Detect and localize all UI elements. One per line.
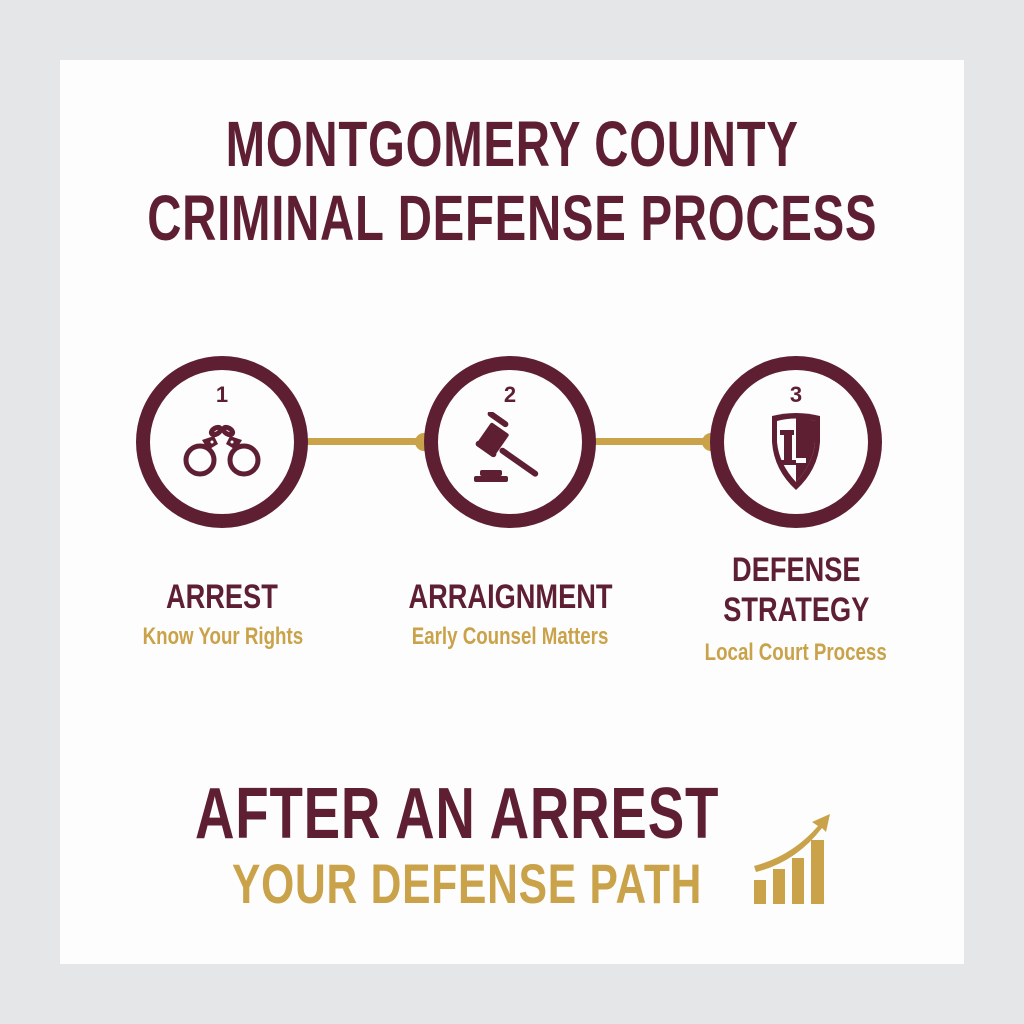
step-3-circle: 3 bbox=[710, 356, 882, 528]
gavel-icon bbox=[474, 412, 539, 482]
connector-line-1-2 bbox=[300, 438, 426, 445]
page-title-line-2: CRIMINAL DEFENSE PROCESS bbox=[0, 186, 1024, 250]
handcuffs-icon bbox=[183, 424, 261, 477]
step-1-number: 1 bbox=[215, 382, 229, 407]
step-2-circle: 2 bbox=[424, 356, 596, 528]
footer-headline: AFTER AN ARREST bbox=[195, 774, 720, 854]
growth-chart-icon bbox=[754, 814, 830, 904]
connector-line-2-3 bbox=[590, 438, 710, 445]
step-2-subtitle: Early Counsel Matters bbox=[411, 623, 609, 650]
step-1-label: ARREST bbox=[166, 578, 278, 616]
step-1-circle: 1 bbox=[136, 356, 308, 528]
footer-tagline: YOUR DEFENSE PATH bbox=[232, 852, 703, 915]
step-3-number: 3 bbox=[789, 382, 803, 407]
title-text-2: CRIMINAL DEFENSE PROCESS bbox=[146, 182, 878, 254]
step-3-subtitle: Local Court Process bbox=[704, 639, 888, 666]
shield-l-icon bbox=[772, 413, 820, 490]
step-3-label: DEFENSE STRATEGY bbox=[722, 551, 870, 629]
step-1-subtitle: Know Your Rights bbox=[142, 623, 304, 650]
page-title-line-1: MONTGOMERY COUNTY bbox=[0, 112, 1024, 176]
step-2-number: 2 bbox=[503, 382, 517, 407]
step-2-label: ARRAIGNMENT bbox=[407, 578, 612, 616]
title-text-1: MONTGOMERY COUNTY bbox=[225, 108, 799, 180]
